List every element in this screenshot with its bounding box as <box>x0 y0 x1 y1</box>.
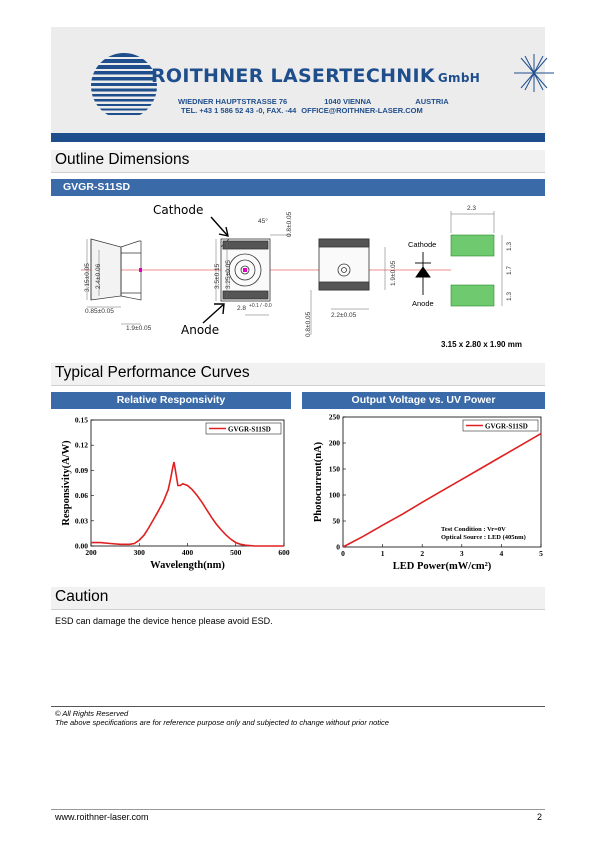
legend-label: GVGR-S11SD <box>485 422 528 430</box>
rights-text: © All Rights Reserved <box>55 709 129 718</box>
side-view <box>90 238 142 301</box>
x-tick-label: 600 <box>278 548 290 557</box>
x-tick-label: 500 <box>230 548 242 557</box>
dim-text: +0.1 / -0.0 <box>249 303 272 309</box>
dim-text: 0.85±0.05 <box>85 308 114 315</box>
section-title: Typical Performance Curves <box>55 364 250 381</box>
y-axis-label: Responsivity(A/W) <box>61 440 72 526</box>
section-title: Outline Dimensions <box>55 151 190 168</box>
annotation-text: Test Condition : Vr=0V <box>441 526 506 533</box>
y-tick-label: 250 <box>329 413 341 422</box>
outline-drawing: 3.15±0.05 2.4±0.06 0.85±0.05 1.9±0.05 3.… <box>81 203 522 349</box>
responsivity-chart: 200 300 400 500 600 0.00 0.03 0.06 0.09 0.12 0.15G… <box>61 416 290 572</box>
y-tick-label: 0.06 <box>75 491 88 500</box>
dim-text: 2.3 <box>467 205 476 212</box>
caution-text: ESD can damage the device hence please a… <box>55 616 273 626</box>
x-tick-label: 400 <box>182 548 194 557</box>
y-axis-label: Photocurrent(nA) <box>313 441 324 522</box>
x-tick-label: 300 <box>134 548 146 557</box>
legend-box <box>462 419 539 432</box>
section-performance: Typical Performance Curves <box>51 363 545 386</box>
dim-text: 1.7 <box>506 266 513 275</box>
plot-frame <box>342 416 542 548</box>
diode-symbol-icon <box>415 252 431 295</box>
section-outline-dimensions: Outline Dimensions <box>51 150 545 173</box>
y-tick-label: 200 <box>329 439 341 448</box>
dim-text: 2.8 <box>237 305 246 312</box>
chip-marker <box>243 268 247 272</box>
dim-text: 3.5±0.15 <box>214 263 221 289</box>
dim-text: 0.8±0.05 <box>305 311 312 337</box>
x-tick-label: 3 <box>460 549 464 558</box>
arrow-icon <box>202 216 229 324</box>
chart-band-right: Output Voltage vs. UV Power <box>302 392 545 409</box>
x-axis-label: Wavelength(nm) <box>150 560 225 571</box>
y-tick-label: 0.03 <box>75 516 88 525</box>
anode-small-label: Anode <box>412 299 434 308</box>
series-line <box>342 432 542 548</box>
dim-text: 0.8±0.05 <box>286 211 293 237</box>
legend-box <box>205 422 282 435</box>
dim-text: 3.15±0.05 <box>84 263 91 292</box>
cathode-small-label: Cathode <box>408 240 436 249</box>
y-tick-label: 0.12 <box>75 441 88 450</box>
x-tick-label: 1 <box>381 549 385 558</box>
package-size: 3.15 x 2.80 x 1.90 mm <box>441 340 522 349</box>
dim-text: 1.9±0.05 <box>126 325 152 332</box>
footer-line <box>51 809 545 810</box>
legend-label: GVGR-S11SD <box>228 425 271 433</box>
chart-band-left: Relative Responsivity <box>51 392 291 409</box>
y-tick-label: 150 <box>329 465 341 474</box>
y-tick-label: 50 <box>333 517 341 526</box>
anode-label: Anode <box>181 323 219 337</box>
page-number: 2 <box>537 812 543 822</box>
dim-text: 1.3 <box>506 292 513 301</box>
dim-text: 45° <box>258 217 268 225</box>
x-tick-label: 4 <box>500 549 504 558</box>
website-link[interactable]: www.roithner-laser.com <box>55 812 149 822</box>
laser-star-icon <box>514 54 554 92</box>
dim-text: 1.3 <box>506 242 513 251</box>
dim-text: 1.9±0.05 <box>390 260 397 286</box>
part-number-band: GVGR-S11SD <box>51 179 545 196</box>
pad-cathode <box>450 234 495 257</box>
y-tick-label: 0.09 <box>75 466 88 475</box>
plot-frame <box>90 419 285 547</box>
company-logo <box>91 53 554 115</box>
pad-anode <box>450 284 495 307</box>
dim-text: 3.25±0.05 <box>225 260 232 289</box>
dim-text: 2.4±0.06 <box>95 263 102 289</box>
section-caution: Caution <box>51 587 545 610</box>
disclaimer-text: The above specifications are for referen… <box>55 718 389 727</box>
chip-marker <box>139 268 142 272</box>
x-tick-label: 0 <box>341 549 345 558</box>
x-tick-label: 5 <box>539 549 543 558</box>
y-tick-label: 0.00 <box>75 542 88 551</box>
cathode-label: Cathode <box>153 203 203 217</box>
section-title: Caution <box>55 588 109 605</box>
x-axis-label: LED Power(mW/cm²) <box>393 561 492 572</box>
x-tick-label: 2 <box>420 549 424 558</box>
y-tick-label: 100 <box>329 491 341 500</box>
y-tick-label: 0.15 <box>75 416 88 425</box>
header-bar <box>51 133 545 142</box>
series-line <box>91 461 284 547</box>
annotation-text: Optical Source : LED (405nm) <box>441 534 526 541</box>
dim-text: 2.2±0.05 <box>331 312 357 319</box>
footer-divider <box>51 706 545 707</box>
y-tick-label: 0 <box>336 543 340 552</box>
x-tick-label: 200 <box>85 548 97 557</box>
bottom-view <box>318 238 370 291</box>
